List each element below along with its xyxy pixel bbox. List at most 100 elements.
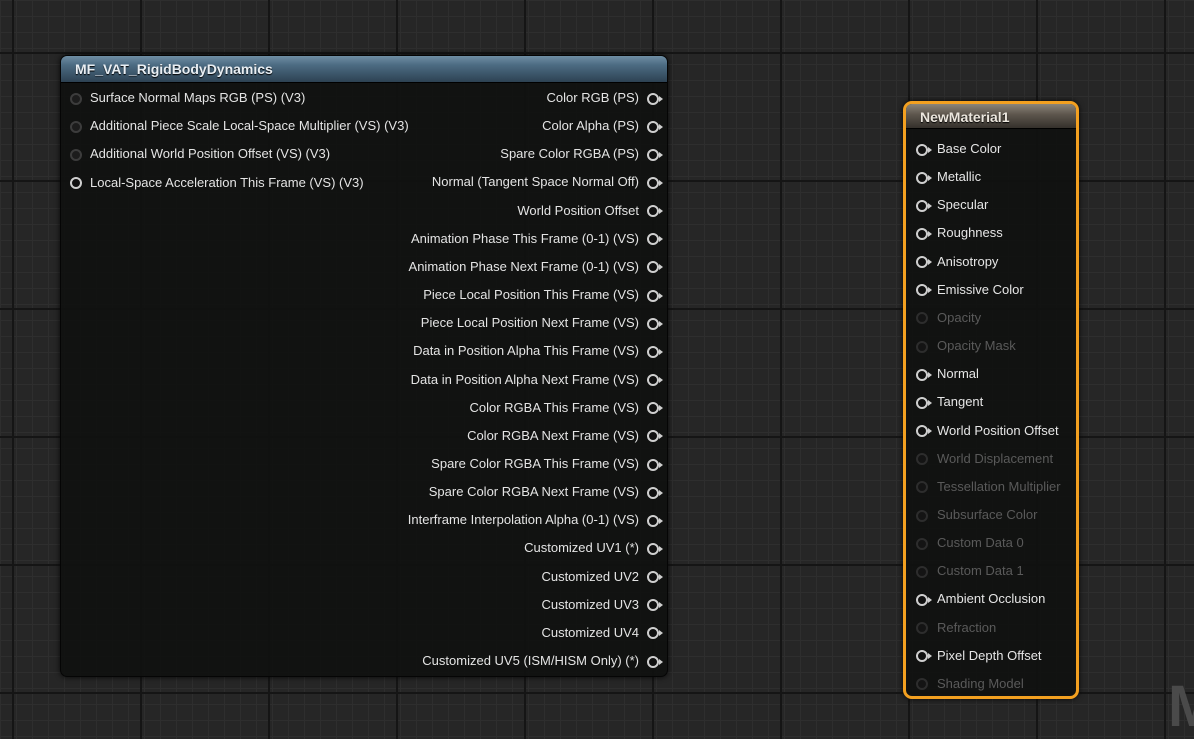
material-input-pin-icon xyxy=(916,312,928,325)
output-pin-row-customized-uv4[interactable]: Customized UV4 xyxy=(541,623,663,643)
output-pin-row-piece-local-position-next-frame-vs[interactable]: Piece Local Position Next Frame (VS) xyxy=(421,313,663,333)
material-input-pin-icon[interactable] xyxy=(916,368,932,381)
input-pin-row-surface-normal-maps-rgb-ps-v3[interactable]: Surface Normal Maps RGB (PS) (V3) xyxy=(70,88,305,108)
output-pin-icon[interactable] xyxy=(647,402,663,415)
output-pin-icon[interactable] xyxy=(647,148,663,161)
material-input-row-specular[interactable]: Specular xyxy=(916,195,988,215)
output-pin-row-color-rgba-this-frame-vs[interactable]: Color RGBA This Frame (VS) xyxy=(469,398,663,418)
output-pin-icon[interactable] xyxy=(647,317,663,330)
output-pin-icon[interactable] xyxy=(647,261,663,274)
input-pin-row-additional-world-position-offset-vs-v3[interactable]: Additional World Position Offset (VS) (V… xyxy=(70,144,330,164)
output-pin-row-interframe-interpolation-alpha-0-1-vs[interactable]: Interframe Interpolation Alpha (0-1) (VS… xyxy=(408,510,663,530)
output-pin-icon[interactable] xyxy=(647,655,663,668)
material-input-row-tangent[interactable]: Tangent xyxy=(916,392,983,412)
material-function-node[interactable]: MF_VAT_RigidBodyDynamics Surface Normal … xyxy=(60,55,668,677)
material-input-row-roughness[interactable]: Roughness xyxy=(916,223,1003,243)
material-input-pin-icon[interactable] xyxy=(916,143,932,156)
input-pin-icon[interactable] xyxy=(70,148,82,161)
material-input-label: Opacity xyxy=(937,309,982,325)
output-pin-icon[interactable] xyxy=(647,486,663,499)
output-pin-label: Spare Color RGBA Next Frame (VS) xyxy=(428,484,639,500)
output-pin-row-color-rgba-next-frame-vs[interactable]: Color RGBA Next Frame (VS) xyxy=(467,426,663,446)
material-input-pin-icon[interactable] xyxy=(916,593,932,606)
material-input-pin-icon xyxy=(916,453,928,466)
material-input-pin-icon[interactable] xyxy=(916,171,932,184)
output-pin-icon[interactable] xyxy=(647,627,663,640)
material-input-pin-icon[interactable] xyxy=(916,228,932,240)
output-pin-icon[interactable] xyxy=(647,458,663,471)
output-pin-row-spare-color-rgba-next-frame-vs[interactable]: Spare Color RGBA Next Frame (VS) xyxy=(428,482,663,502)
material-input-row-normal[interactable]: Normal xyxy=(916,364,979,384)
output-pin-row-customized-uv3[interactable]: Customized UV3 xyxy=(541,595,663,615)
output-pin-row-spare-color-rgba-this-frame-vs[interactable]: Spare Color RGBA This Frame (VS) xyxy=(431,454,663,474)
material-input-pin-icon[interactable] xyxy=(916,284,932,297)
output-pin-label: Spare Color RGBA (PS) xyxy=(500,146,639,162)
output-pin-icon[interactable] xyxy=(647,177,663,189)
output-pin-label: Color RGB (PS) xyxy=(546,90,639,105)
material-input-row-world-position-offset[interactable]: World Position Offset xyxy=(916,421,1059,441)
output-pin-icon[interactable] xyxy=(647,120,663,133)
output-pin-label: World Position Offset xyxy=(517,202,639,218)
output-pin-icon[interactable] xyxy=(647,345,663,358)
material-input-row-opacity-mask: Opacity Mask xyxy=(916,336,1016,356)
input-pin-label: Local-Space Acceleration This Frame (VS)… xyxy=(90,174,364,190)
background-watermark: M xyxy=(1168,674,1194,739)
output-pin-row-normal-tangent-space-normal-off[interactable]: Normal (Tangent Space Normal Off) xyxy=(431,172,663,192)
output-pin-icon[interactable] xyxy=(647,233,663,246)
material-input-pin-icon[interactable] xyxy=(916,425,932,438)
input-pin-row-local-space-acceleration-this-frame-vs-v3[interactable]: Local-Space Acceleration This Frame (VS)… xyxy=(70,173,364,193)
material-input-row-opacity: Opacity xyxy=(916,308,981,328)
output-pin-label: Customized UV3 xyxy=(541,596,639,612)
function-node-title[interactable]: MF_VAT_RigidBodyDynamics xyxy=(61,56,667,83)
output-pin-row-customized-uv2[interactable]: Customized UV2 xyxy=(541,567,663,587)
output-pin-icon[interactable] xyxy=(647,92,663,105)
material-input-label: Custom Data 1 xyxy=(937,563,1024,579)
material-input-row-ambient-occlusion[interactable]: Ambient Occlusion xyxy=(916,589,1045,609)
output-pin-row-data-in-position-alpha-next-frame-vs[interactable]: Data in Position Alpha Next Frame (VS) xyxy=(411,370,663,390)
material-input-pin-icon[interactable] xyxy=(916,256,932,269)
material-input-row-metallic[interactable]: Metallic xyxy=(916,167,981,187)
output-pin-row-color-rgb-ps[interactable]: Color RGB (PS) xyxy=(546,88,663,108)
material-input-pin-icon[interactable] xyxy=(916,650,932,663)
output-pin-row-spare-color-rgba-ps[interactable]: Spare Color RGBA (PS) xyxy=(500,144,663,164)
material-input-label: Tessellation Multiplier xyxy=(937,478,1061,494)
output-pin-row-world-position-offset[interactable]: World Position Offset xyxy=(517,201,663,221)
material-input-pin-icon[interactable] xyxy=(916,396,932,409)
output-pin-row-animation-phase-this-frame-0-1-vs[interactable]: Animation Phase This Frame (0-1) (VS) xyxy=(411,229,663,249)
output-pin-icon[interactable] xyxy=(647,514,663,527)
material-input-label: Subsurface Color xyxy=(937,506,1038,522)
output-pin-label: Color Alpha (PS) xyxy=(542,118,639,134)
output-pin-icon[interactable] xyxy=(647,599,663,612)
output-pin-icon[interactable] xyxy=(647,430,663,443)
output-pin-icon[interactable] xyxy=(647,571,663,584)
material-input-pin-icon[interactable] xyxy=(916,199,932,212)
output-pin-row-piece-local-position-this-frame-vs[interactable]: Piece Local Position This Frame (VS) xyxy=(423,285,663,305)
output-pin-row-customized-uv1[interactable]: Customized UV1 (*) xyxy=(524,538,663,558)
output-pin-label: Customized UV1 (*) xyxy=(524,540,639,556)
material-input-row-base-color[interactable]: Base Color xyxy=(916,139,1001,159)
output-pin-icon[interactable] xyxy=(647,205,663,218)
input-pin-icon[interactable] xyxy=(70,92,82,105)
material-input-row-anisotropy[interactable]: Anisotropy xyxy=(916,252,998,272)
output-pin-label: Data in Position Alpha This Frame (VS) xyxy=(413,343,639,359)
input-pin-row-additional-piece-scale-local-space-multiplier-vs-v3[interactable]: Additional Piece Scale Local-Space Multi… xyxy=(70,116,409,136)
output-pin-row-color-alpha-ps[interactable]: Color Alpha (PS) xyxy=(542,116,663,136)
input-pin-icon[interactable] xyxy=(70,177,82,190)
material-input-row-pixel-depth-offset[interactable]: Pixel Depth Offset xyxy=(916,646,1042,666)
output-pin-row-data-in-position-alpha-this-frame-vs[interactable]: Data in Position Alpha This Frame (VS) xyxy=(413,341,663,361)
material-input-label: World Position Offset xyxy=(937,422,1059,438)
output-pin-icon[interactable] xyxy=(647,289,663,302)
material-input-label: Normal xyxy=(937,366,979,382)
output-pin-label: Normal (Tangent Space Normal Off) xyxy=(431,174,639,190)
material-input-pin-icon xyxy=(916,678,928,691)
input-pin-label: Surface Normal Maps RGB (PS) (V3) xyxy=(90,90,306,105)
material-input-row-emissive-color[interactable]: Emissive Color xyxy=(916,280,1024,300)
material-input-label: Ambient Occlusion xyxy=(937,591,1046,607)
output-pin-row-animation-phase-next-frame-0-1-vs[interactable]: Animation Phase Next Frame (0-1) (VS) xyxy=(409,257,663,277)
output-pin-icon[interactable] xyxy=(647,374,663,387)
material-node-title[interactable]: NewMaterial1 xyxy=(906,104,1076,129)
output-pin-icon[interactable] xyxy=(647,542,663,555)
input-pin-icon[interactable] xyxy=(70,120,82,133)
output-pin-row-customized-uv5-ism-hism-only[interactable]: Customized UV5 (ISM/HISM Only) (*) xyxy=(422,651,663,671)
